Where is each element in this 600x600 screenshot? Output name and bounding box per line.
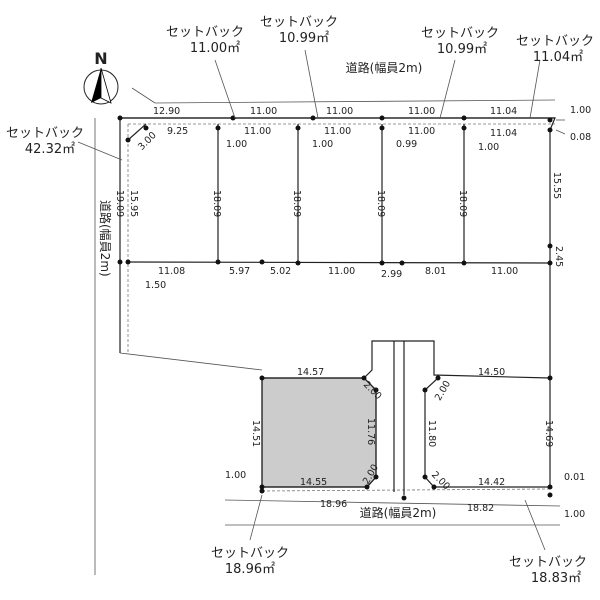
dimension-label: 18.09	[291, 190, 302, 217]
dimension-label: 15.95	[128, 190, 139, 217]
dimension-label: 8.01	[425, 266, 446, 277]
dimension-label: 18.09	[211, 190, 222, 217]
road-label-bottom: 道路(幅員2m)	[360, 505, 437, 520]
dimension-label: 11.76	[365, 418, 376, 445]
road-label-top: 道路(幅員2m)	[346, 60, 423, 75]
setback-labels: セットバック 11.00㎡ セットバック 10.99㎡ セットバック 10.99…	[6, 15, 594, 586]
dimension-label: 18.09	[457, 190, 468, 217]
setback-label: セットバック	[6, 126, 84, 141]
dimension-label: 0.01	[564, 472, 585, 483]
dimension-label: 5.02	[270, 266, 291, 277]
dimension-label: 1.00	[564, 509, 585, 520]
setback-area: 10.99㎡	[279, 31, 329, 46]
mid-dimensions: 11.08 5.97 5.02 11.00 2.99 8.01 11.00 1.…	[145, 266, 518, 291]
dimension-label: 11.00	[244, 126, 271, 137]
dimension-label: 14.55	[300, 477, 327, 488]
dimension-label: 1.00	[570, 105, 591, 116]
leader-lines	[77, 49, 566, 551]
setback-label: セットバック	[421, 26, 499, 41]
dimension-label: 11.04	[490, 106, 517, 117]
dimension-label: 5.97	[229, 266, 250, 277]
dimension-label: 15.55	[551, 172, 562, 199]
dimension-label: 11.00	[326, 106, 353, 117]
north-arrow-icon: N	[83, 49, 119, 105]
road-label-west: 道路(幅員2m)	[98, 200, 113, 277]
dimension-label: 14.42	[478, 477, 505, 488]
dimension-label: 11.00	[328, 266, 355, 277]
setback-label: セットバック	[516, 34, 594, 49]
setback-label: セットバック	[509, 555, 587, 570]
setback-area: 10.99㎡	[437, 42, 487, 57]
dimension-label: 2.00	[433, 379, 453, 403]
dimension-label: 1.00	[225, 470, 246, 481]
dimension-label: 14.57	[297, 367, 324, 378]
dimension-label: 14.69	[543, 420, 554, 447]
dimension-label: 11.00	[491, 266, 518, 277]
top-dimensions: 12.90 11.00 11.00 11.00 11.04 9.25 11.00…	[136, 105, 591, 153]
dimension-label: 1.00	[312, 139, 333, 150]
dimension-label: 12.90	[153, 106, 180, 117]
dimension-label: 11.04	[490, 128, 517, 139]
dimension-label: 11.00	[250, 106, 277, 117]
dimension-label: 18.82	[467, 503, 494, 514]
dimension-label: 11.00	[408, 106, 435, 117]
setback-area: 42.32㎡	[25, 142, 75, 157]
dimension-label: 11.08	[158, 266, 185, 277]
dimension-label: 1.50	[145, 280, 166, 291]
dimension-label: 11.00	[408, 126, 435, 137]
dimension-label: 0.99	[396, 139, 417, 150]
north-letter: N	[94, 49, 107, 68]
dimension-label: 19.09	[114, 190, 125, 217]
dimension-label: 14.50	[478, 367, 505, 378]
setback-area: 18.96㎡	[225, 562, 275, 577]
setback-area: 11.04㎡	[533, 50, 583, 65]
dimension-label: 11.80	[426, 420, 437, 447]
survey-points	[117, 115, 553, 501]
dimension-label: 2.99	[381, 269, 402, 280]
bottom-right-dimensions: 14.50 11.80 14.69 14.42 2.00 2.00	[426, 367, 554, 492]
dimension-label: 1.00	[478, 142, 499, 153]
setback-label: セットバック	[260, 15, 338, 30]
setback-label: セットバック	[211, 546, 289, 561]
dimension-label: 1.00	[226, 139, 247, 150]
setback-area: 11.00㎡	[190, 41, 240, 56]
dimension-label: 9.25	[167, 126, 188, 137]
side-dimensions: 19.09 15.95 18.09 18.09 18.09 18.09 15.5…	[114, 172, 564, 267]
shaded-lot	[261, 377, 377, 488]
dimension-label: 11.00	[324, 126, 351, 137]
bottom-road-dimensions: 18.96 18.82 1.00 0.01 1.00	[225, 470, 585, 520]
dimension-label: 18.96	[320, 499, 347, 510]
dimension-label: 18.09	[375, 190, 386, 217]
dimension-label: 2.45	[553, 246, 564, 267]
setback-area: 18.83㎡	[531, 571, 581, 586]
dimension-label: 3.00	[136, 130, 159, 153]
setback-label: セットバック	[166, 25, 244, 40]
dimension-label: 14.51	[250, 420, 261, 447]
dimension-label: 0.08	[570, 132, 591, 143]
